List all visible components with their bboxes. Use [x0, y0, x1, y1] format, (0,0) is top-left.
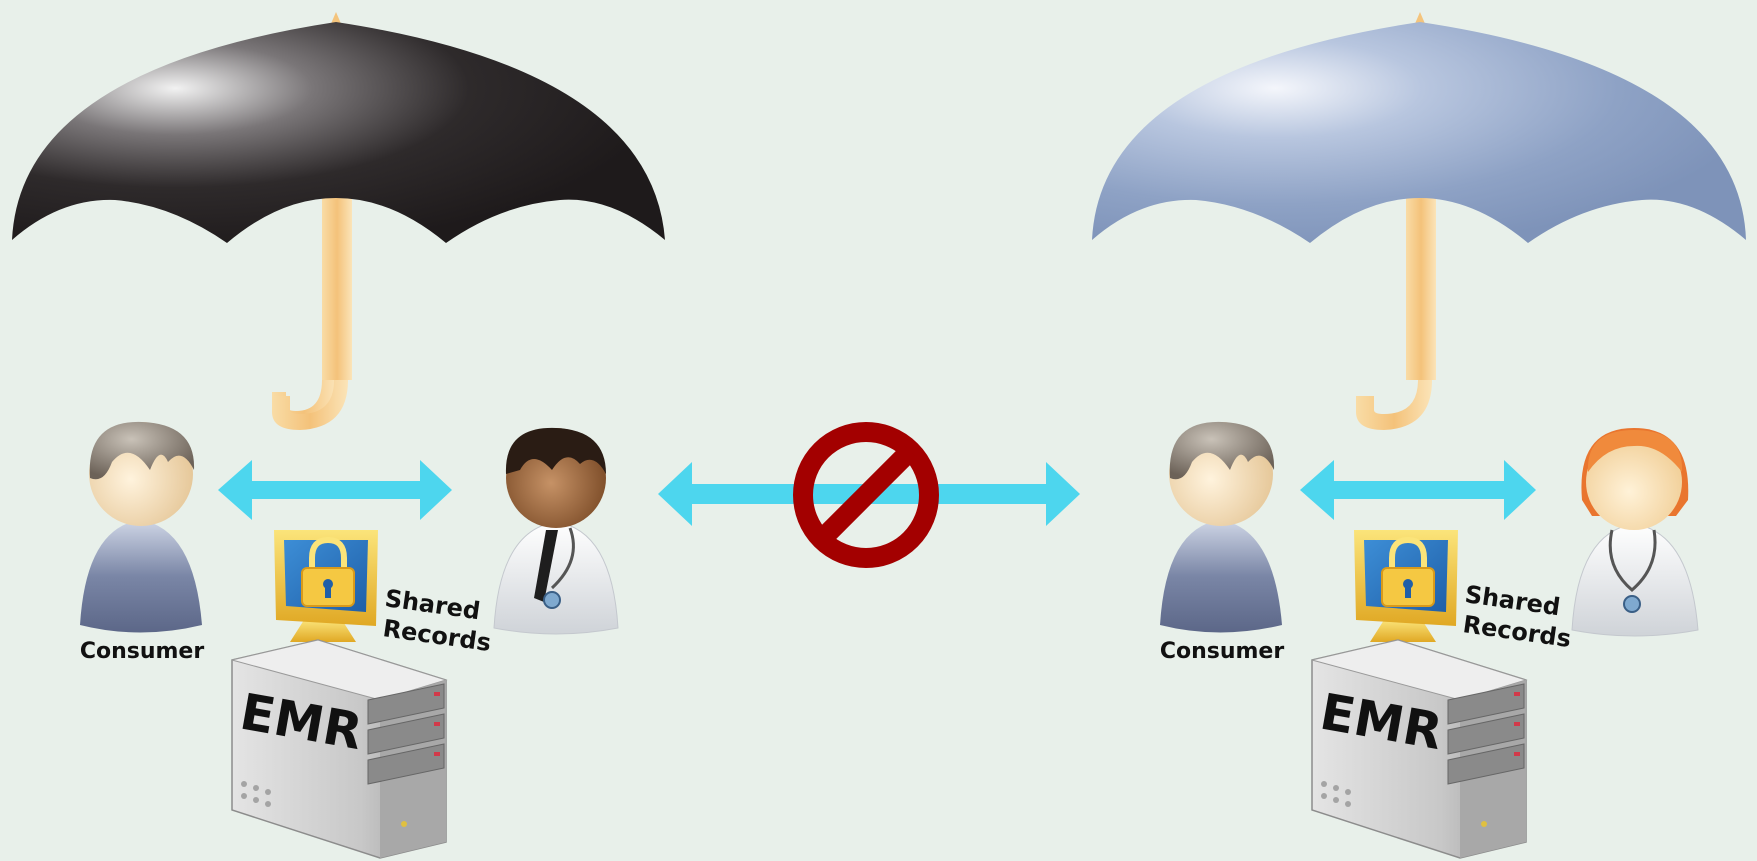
umbrella-icon: [1092, 12, 1746, 430]
right-group: Consumer Shared Records: [1092, 12, 1746, 859]
double-arrow-icon: [1300, 460, 1536, 520]
server-icon: [231, 639, 448, 859]
blocked-connection: [658, 422, 1080, 568]
consumer-label: Consumer: [80, 639, 205, 664]
double-arrow-icon: [218, 460, 452, 520]
consumer-person-icon: [1160, 421, 1282, 633]
consumer-label: Consumer: [1160, 639, 1285, 664]
left-group: Consumer Shared Records: [12, 12, 665, 859]
doctor-icon: [493, 427, 619, 635]
consumer-person-icon: [80, 421, 202, 633]
umbrella-icon: [12, 12, 665, 430]
computer-lock-icon: [1354, 530, 1458, 642]
server-icon: [1311, 639, 1528, 859]
prohibited-icon: [793, 422, 939, 568]
doctor-icon: [1571, 428, 1699, 637]
computer-lock-icon: [274, 530, 378, 642]
